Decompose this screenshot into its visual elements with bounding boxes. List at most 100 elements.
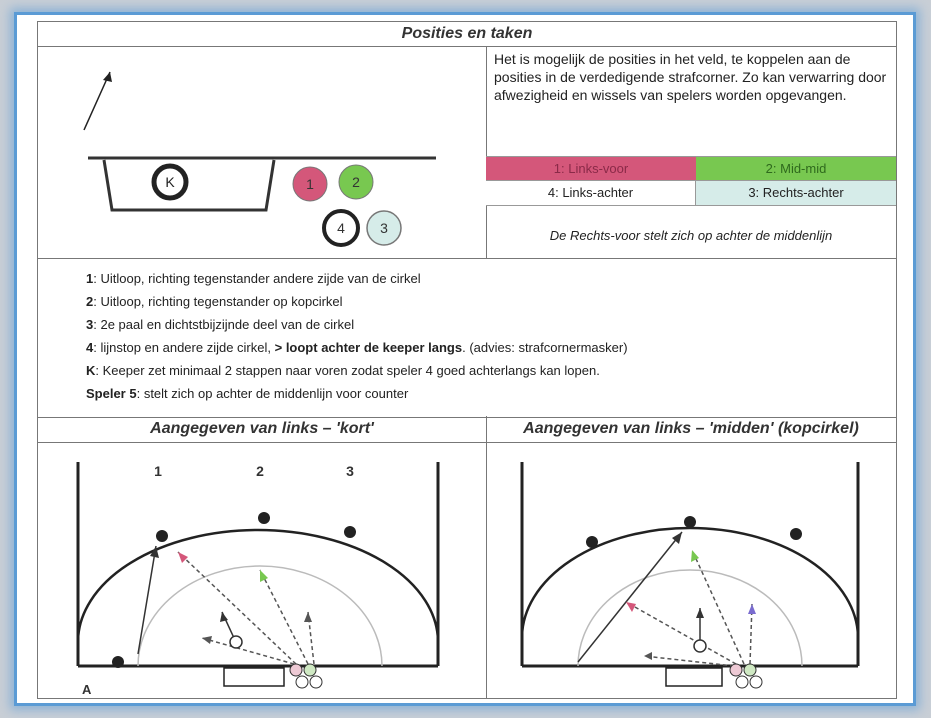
attacker-label-3: 3 [346,463,354,479]
diagram-midden [520,462,860,689]
page-title: Posities en taken [38,22,896,47]
keeper-token [229,635,243,649]
defender-2 [743,663,757,677]
attacker-2 [258,512,270,524]
run-arrowhead-3 [748,604,756,614]
legend-row-1: 1: Links-voor 2: Mid-mid [486,156,896,181]
tasks-list: 1: Uitloop, richting tegenstander andere… [86,267,628,405]
legend-mid-mid: 2: Mid-mid [696,157,896,181]
defender-3 [749,675,763,689]
task-text: : Uitloop, richting tegenstander op kopc… [93,294,343,309]
top-diagram-cell: K 1 2 4 3 [38,46,487,258]
arrowhead-1 [150,546,159,558]
player-1-label: 1 [306,176,314,192]
attacker-2 [684,516,696,528]
task-item: 4: lijnstop en andere zijde cirkel, > lo… [86,336,628,359]
injector [112,656,124,668]
task-text: : stelt zich op achter de middenlijn voo… [136,386,409,401]
intro-text: Het is mogelijk de posities in het veld,… [494,51,887,103]
defender-1 [729,663,743,677]
run-arrowhead-green [260,570,268,582]
run-arrow-red [625,601,737,665]
task-tail: . (advies: strafcornermasker) [462,340,628,355]
attacker-1 [586,536,598,548]
document-frame: Posities en taken K 1 2 4 3 Het [14,12,916,706]
player-4-token [322,209,360,247]
attacker-label-1: 1 [154,463,162,479]
task-item: K: Keeper zet minimaal 2 stappen naar vo… [86,359,628,382]
keeper-token [693,639,707,653]
defender-4 [295,675,309,689]
defender-4 [735,675,749,689]
arrow-1 [137,545,157,655]
player-2-token [338,164,374,200]
task-key: 3 [86,317,94,332]
diagram-midden-cell: Aangegeven van links – 'midden' (kopcirk… [486,416,896,698]
positions-table: Posities en taken K 1 2 4 3 Het [37,21,897,699]
goal-outline [102,159,276,212]
dashed-circle [137,565,383,667]
defender-3 [309,675,323,689]
run-arrowhead-4 [202,636,212,644]
shooting-circle [520,526,860,666]
player-2-label: 2 [352,174,360,190]
diagram-kort-cell: Aangegeven van links – 'kort' 1 2 3 A [38,416,487,698]
diagram-midden-title: Aangegeven van links – 'midden' (kopcirk… [486,416,896,443]
run-arrow-4 [201,637,295,665]
task-item: Speler 5: stelt zich op achter de midden… [86,382,628,405]
direction-arrow [83,71,111,131]
task-key: 2 [86,294,94,309]
task-key: 4 [86,340,94,355]
player-1-token [292,166,328,202]
tasks-cell: 1: Uitloop, richting tegenstander andere… [38,258,896,418]
task-item: 3: 2e paal en dichtstbijzijnde deel van … [86,313,628,336]
pass-arrow [577,531,683,663]
legend-links-achter: 4: Links-achter [486,181,696,205]
run-arrowhead-red [178,552,188,563]
keeper-arrowhead [220,612,228,622]
legend-rechts-achter: 3: Rechts-achter [696,181,896,205]
run-arrowhead-4 [644,652,652,660]
keeper-label: K [165,174,175,190]
task-emphasis: > loopt achter de keeper langs [274,340,463,355]
pass-arrowhead [672,532,682,544]
run-arrow-4 [643,655,735,667]
positions-note: De Rechts-voor stelt zich op achter de m… [549,228,833,243]
direction-arrowhead [103,72,112,82]
run-arrowhead-3 [304,612,312,622]
task-key: K [86,363,96,378]
shooting-circle [76,528,440,666]
diagram-kort-title: Aangegeven van links – 'kort' [38,416,486,443]
legend-row-2: 4: Links-achter 3: Rechts-achter [486,180,896,206]
player-3-token [366,210,402,246]
diagram-kort: 1 2 3 A [76,462,440,697]
attacker-label-2: 2 [256,463,264,479]
task-item: 1: Uitloop, richting tegenstander andere… [86,267,628,290]
run-arrow-red [177,551,297,665]
keeper-token [151,163,189,201]
run-arrowhead-red [626,602,636,612]
formation-diagram: K 1 2 4 3 [83,71,436,247]
task-text: : lijnstop en andere zijde cirkel, [93,340,275,355]
task-text: : Keeper zet minimaal 2 stappen naar vor… [95,363,600,378]
attacker-1 [156,530,168,542]
player-3-label: 3 [380,220,388,236]
task-item: 2: Uitloop, richting tegenstander op kop… [86,290,628,313]
defender-2 [303,663,317,677]
keeper-arrowhead [696,608,704,618]
dashed-circle [577,569,803,667]
task-key: 1 [86,271,94,286]
defender-1 [289,663,303,677]
legend-links-voor: 1: Links-voor [486,157,696,181]
injector-label: A [82,682,92,697]
goal [223,667,285,687]
attacker-3 [344,526,356,538]
intro-cell: Het is mogelijk de posities in het veld,… [486,46,896,258]
goal [665,667,723,687]
task-text: : Uitloop, richting tegenstander andere … [93,271,421,286]
task-key: Speler 5 [86,386,137,401]
run-arrowhead-green [691,550,699,562]
attacker-3 [790,528,802,540]
task-text: : 2e paal en dichtstbijzijnde deel van d… [93,317,355,332]
run-arrow-green [259,569,309,665]
